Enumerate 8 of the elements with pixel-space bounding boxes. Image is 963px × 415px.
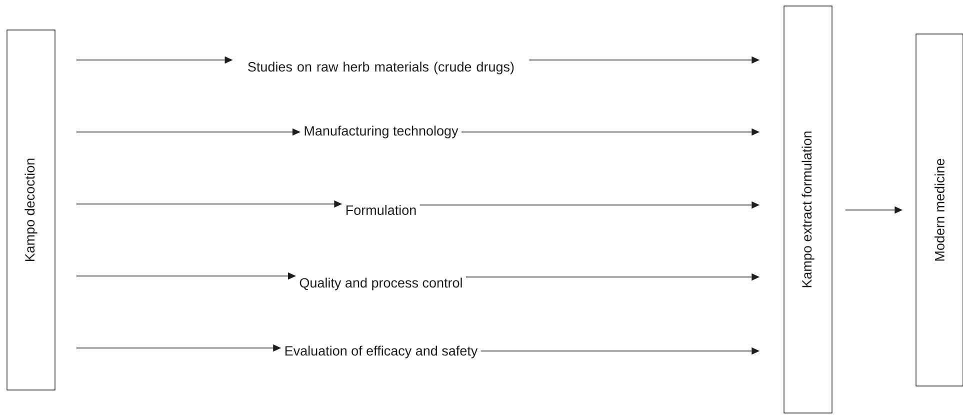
step-label: Formulation: [346, 205, 416, 215]
process-box: Kampo extract formulation: [784, 6, 832, 414]
step-label: Manufacturing technology: [304, 126, 458, 138]
step-label: Evaluation of efficacy and safety: [285, 346, 478, 358]
step-label: Studies on raw herb materials (crude drugs): [248, 62, 514, 74]
process-box: Kampo decoction: [6, 30, 56, 390]
process-box: Modern medicine: [916, 34, 963, 386]
step-label: Quality and process control: [300, 278, 462, 290]
